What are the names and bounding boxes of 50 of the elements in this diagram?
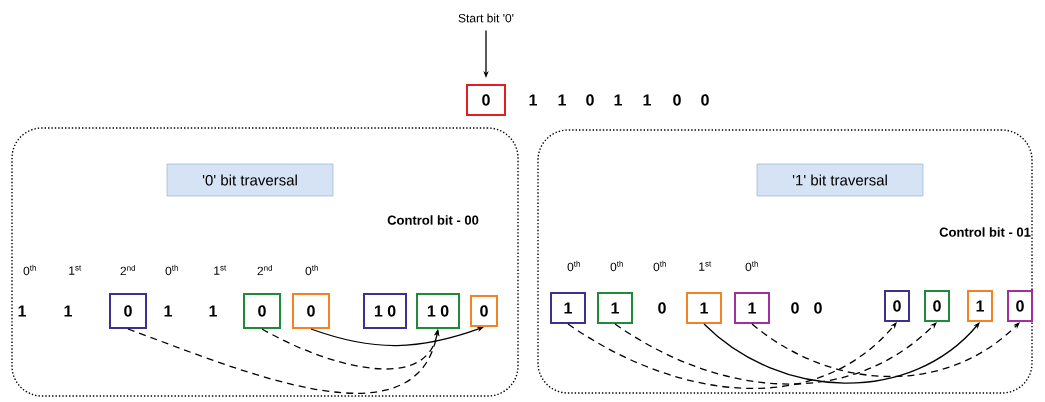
title-box: '0' bit traversal (166, 163, 334, 197)
ordinal-label: 0$^{th}$ (567, 260, 580, 272)
ordinal-label: 0$^{th}$ (165, 264, 178, 276)
title-box: '1' bit traversal (756, 163, 924, 197)
panel-heading: Control bit - 00 (387, 215, 479, 225)
ordinal-label: 0$^{th}$ (23, 264, 36, 276)
bit-digit: 0 (814, 302, 822, 314)
bit-digit: 0 (701, 94, 709, 106)
ordinal-label: 2$^{nd}$ (120, 264, 135, 276)
bit-digit: 0 (673, 94, 681, 106)
start-label: Start bit '0' (458, 13, 514, 23)
bit-digit: 1 (209, 305, 217, 317)
bit-digit: 1 (64, 305, 72, 317)
bit-box: 0 (109, 293, 147, 329)
bit-box: 1 0 (363, 293, 407, 329)
bit-digit: 1 (558, 94, 566, 106)
ordinal-label: 1$^{st}$ (69, 265, 82, 275)
bit-box: 0 (1007, 290, 1033, 322)
bit-box: 1 (967, 290, 993, 322)
ordinal-label: 0$^{th}$ (653, 260, 666, 272)
ordinal-label: 0$^{th}$ (305, 264, 318, 276)
arrow (567, 322, 897, 389)
panel-heading: Control bit - 01 (939, 227, 1031, 237)
bit-digit: 1 (164, 305, 172, 317)
bit-digit: 1 (529, 94, 537, 106)
bit-digit: 0 (658, 302, 666, 314)
bit-digit: 0 (586, 94, 594, 106)
bit-box: 0 (466, 84, 506, 116)
arrow (703, 322, 980, 384)
bit-box: 1 0 (416, 293, 460, 329)
bit-box: 0 (470, 295, 498, 327)
bit-box: 1 (734, 292, 770, 324)
bit-box: 0 (924, 290, 950, 322)
bit-digit: 1 (18, 305, 26, 317)
ordinal-label: 0$^{th}$ (745, 260, 758, 272)
ordinal-label: 2$^{nd}$ (257, 264, 272, 276)
bit-box: 0 (292, 293, 330, 329)
arrow (614, 322, 937, 385)
ordinal-label: 1$^{st}$ (699, 261, 712, 271)
bit-box: 0 (243, 293, 281, 329)
bit-digit: 0 (791, 302, 799, 314)
ordinal-label: 0$^{th}$ (610, 260, 623, 272)
bit-box: 1 (686, 292, 722, 324)
bit-digit: 1 (614, 94, 622, 106)
ordinal-label: 1$^{st}$ (214, 265, 227, 275)
bit-box: 0 (884, 290, 910, 322)
arrow (751, 322, 1020, 378)
bit-box: 1 (550, 292, 586, 324)
bit-digit: 1 (643, 94, 651, 106)
bit-box: 1 (597, 292, 633, 324)
